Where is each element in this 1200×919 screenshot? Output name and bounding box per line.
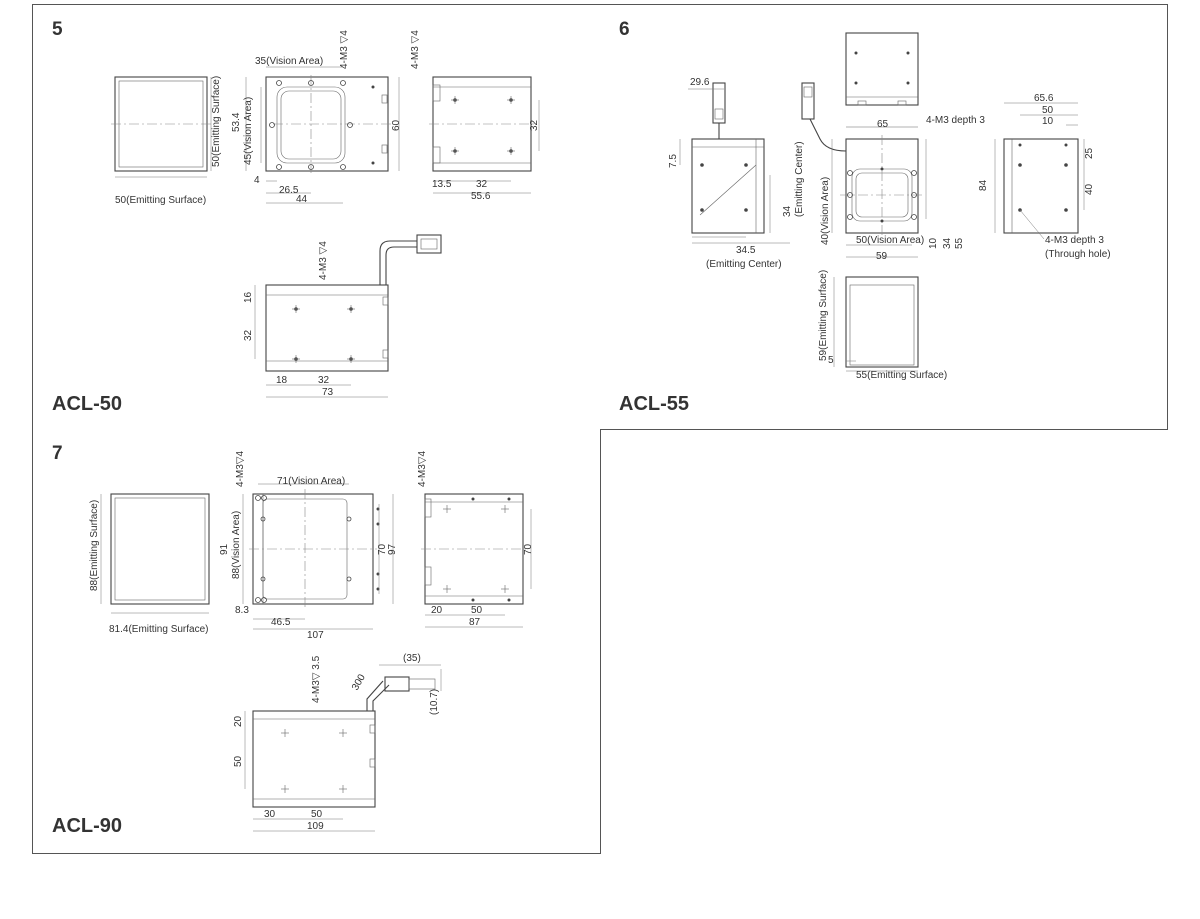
dim-text: 53.4	[231, 112, 242, 132]
dim-text: 4	[254, 175, 260, 186]
dim-text: 32	[529, 119, 540, 131]
model-name: ACL-50	[52, 393, 123, 415]
panel-acl-90: 7 ACL-90 88(Emitting Surface) 81.4(Emitt…	[32, 429, 601, 854]
dim-text: 50(Emitting Surface)	[211, 76, 222, 167]
dim-text: 40	[1084, 183, 1095, 195]
dim-text: 70	[523, 543, 534, 555]
dim-text: 7.5	[668, 154, 679, 168]
model-name: ACL-55	[619, 393, 690, 415]
dim-text: 4-M3 depth 3	[926, 115, 985, 126]
panel-number: 7	[52, 443, 63, 464]
dim-text: 50	[233, 755, 244, 767]
dim-text: 50	[471, 605, 483, 616]
dim-text: 5	[828, 355, 834, 366]
dim-text: 59(Emitting Surface)	[818, 270, 829, 361]
dim-text: 60	[391, 119, 402, 131]
acl55-emitting-view: 59(Emitting Surface) 5 55(Emitting Surfa…	[818, 270, 947, 381]
dim-text: 88(Emitting Surface)	[89, 500, 100, 591]
dim-text: 18	[276, 375, 288, 386]
dim-text: 32	[476, 179, 488, 190]
dim-text: (Emitting Center)	[794, 141, 805, 217]
dim-text: (Through hole)	[1045, 249, 1111, 260]
drawing-acl-90: 88(Emitting Surface) 81.4(Emitting Surfa…	[89, 451, 534, 832]
dim-text: 25	[1084, 147, 1095, 159]
dim-text: 4-M3 ▽4	[339, 30, 350, 69]
dim-text: 16	[243, 291, 254, 303]
dim-text: 4-M3▽ 3.5	[311, 655, 322, 703]
acl55-right-view: 65.6 50 10 84 25 40 4-M3 depth 3 (Throug…	[978, 93, 1111, 260]
dim-text: 71(Vision Area)	[277, 476, 345, 487]
dim-text: 32	[318, 375, 330, 386]
dim-text: 59	[876, 251, 888, 262]
dim-text: 84	[978, 179, 989, 191]
dim-text: 4-M3 ▽4	[410, 30, 421, 69]
dim-text: 10	[1042, 116, 1054, 127]
dim-text: 35(Vision Area)	[255, 56, 323, 67]
dim-text: 109	[307, 821, 324, 832]
dim-text: 300	[350, 672, 368, 692]
panel-number: 6	[619, 19, 630, 40]
dim-text: 65	[877, 119, 889, 130]
dim-text: 4-M3 depth 3	[1045, 235, 1104, 246]
dim-text: 10	[928, 237, 939, 249]
dim-text: 46.5	[271, 617, 291, 628]
dim-text: 65.6	[1034, 93, 1054, 104]
dim-text: 88(Vision Area)	[231, 511, 242, 579]
dim-text: 4-M3 ▽4	[318, 241, 329, 280]
dim-text: 50	[1042, 105, 1054, 116]
dim-text: 50(Vision Area)	[856, 235, 924, 246]
acl90-emitting-view: 88(Emitting Surface) 81.4(Emitting Surfa…	[89, 493, 210, 635]
acl55-left-view: 29.6 7.5 (Emitting Center) 34 34.5 (Emit…	[668, 77, 805, 270]
dim-text: 4-M3▽4	[235, 451, 246, 487]
dim-text: (Emitting Center)	[706, 259, 782, 270]
dim-text: 34	[782, 205, 793, 217]
acl55-top-view	[845, 32, 919, 106]
dim-text: 91	[219, 543, 230, 555]
drawing-acl-50: 50(Emitting Surface) 50(Emitting Surface…	[111, 30, 540, 398]
dim-text: 81.4(Emitting Surface)	[109, 624, 209, 635]
dim-text: 29.6	[690, 77, 710, 88]
dim-text: 20	[233, 715, 244, 727]
panel-acl-50: 5 ACL-50 50(Emitting Surface) 50(Emittin…	[32, 4, 601, 430]
acl90-bottom-view: 4-M3▽ 3.5 300 (35) (10.7) 20 50 30 50 10…	[233, 653, 442, 832]
acl90-side-view: 4-M3▽4 70 20 50 87	[417, 451, 534, 628]
dim-text: 26.5	[279, 185, 299, 196]
dim-text: 34.5	[736, 245, 756, 256]
acl50-side-view: 4-M3 ▽4 32 13.5 32 55.6	[410, 30, 540, 202]
dim-text: 4-M3▽4	[417, 451, 428, 487]
dim-text: (35)	[403, 653, 421, 664]
dim-text: 40(Vision Area)	[820, 177, 831, 245]
dim-text: 55.6	[471, 191, 491, 202]
dim-text: 8.3	[235, 605, 249, 616]
dim-text: 34	[942, 237, 953, 249]
dim-text: 13.5	[432, 179, 452, 190]
dim-text: 87	[469, 617, 481, 628]
dim-text: 107	[307, 630, 324, 641]
model-name: ACL-90	[52, 815, 123, 837]
dim-text: 50	[311, 809, 323, 820]
acl55-front-view: 65 4-M3 depth 3 40(Vision Area) 50(Visio…	[801, 82, 985, 262]
dim-text: 73	[322, 387, 334, 398]
dim-text: 97	[387, 543, 398, 555]
acl50-emitting-view: 50(Emitting Surface) 50(Emitting Surface…	[111, 76, 222, 206]
panel-number: 5	[52, 19, 63, 40]
dim-text: 70	[377, 543, 388, 555]
acl90-front-view: 4-M3▽4 71(Vision Area) 91 88(Vision Area…	[219, 451, 398, 641]
panel-acl-55: 6 ACL-55 29.6 7.5 (Emitting Center) 34 3…	[600, 4, 1168, 430]
dim-text: 50(Emitting Surface)	[115, 195, 206, 206]
dim-text: 20	[431, 605, 443, 616]
acl50-front-view: 35(Vision Area) 4-M3 ▽4 53.4 45(Vision A…	[231, 30, 402, 205]
dim-text: 55	[954, 237, 965, 249]
dim-text: 32	[243, 329, 254, 341]
drawing-acl-55: 29.6 7.5 (Emitting Center) 34 34.5 (Emit…	[668, 32, 1111, 381]
dim-text: 44	[296, 194, 308, 205]
dim-text: 55(Emitting Surface)	[856, 370, 947, 381]
dim-text: (10.7)	[429, 689, 440, 715]
acl50-bottom-view: 4-M3 ▽4 16 32 18 32 73	[243, 234, 442, 398]
dim-text: 30	[264, 809, 276, 820]
dim-text: 45(Vision Area)	[243, 97, 254, 165]
